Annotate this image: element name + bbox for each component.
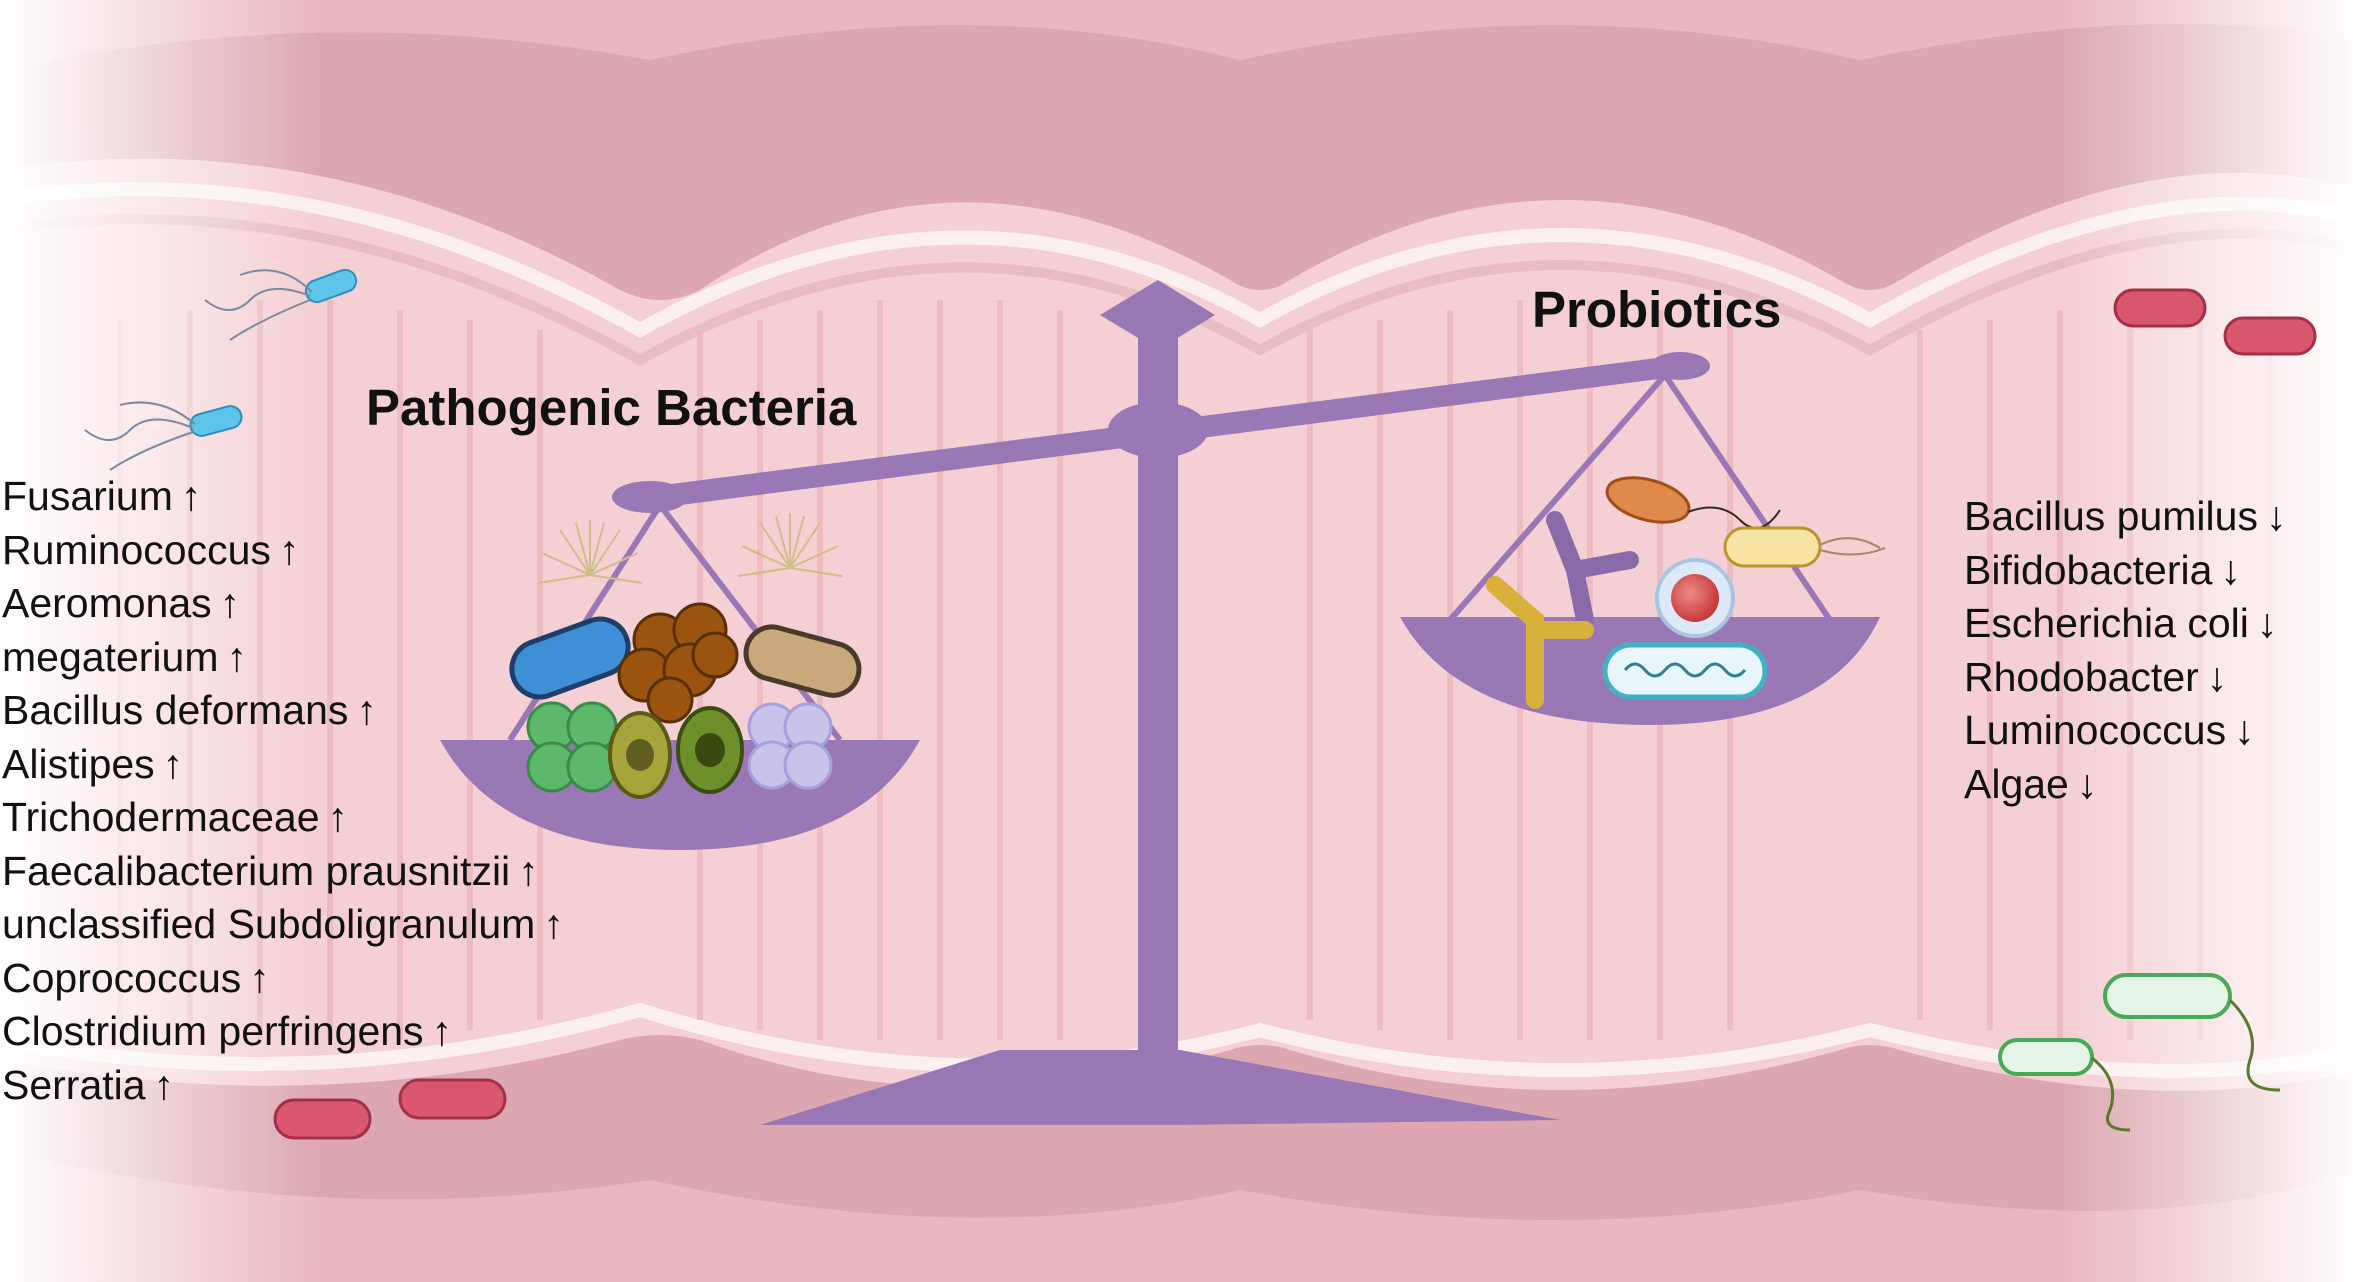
list-item: Clostridium perfringens↑ — [2, 1005, 564, 1059]
up-arrow-icon: ↑ — [219, 580, 241, 626]
taxon-name: Algae — [1964, 760, 2069, 807]
flagellated-bacterium-icon — [84, 401, 243, 471]
probiotic-cluster — [1486, 476, 1886, 709]
up-arrow-icon: ↑ — [153, 1061, 175, 1108]
list-item: megaterium↑ — [2, 631, 564, 685]
rod-bacterium-tan-icon — [743, 624, 862, 698]
down-arrow-icon: ↓ — [2220, 546, 2241, 593]
taxon-name: Rhodobacter — [1964, 653, 2199, 700]
taxon-name: Ruminococcus — [2, 526, 271, 573]
taxon-name: Trichodermaceae — [2, 794, 320, 840]
coccus-red-icon — [1655, 558, 1735, 638]
list-item: Rhodobacter↓ — [1964, 651, 2286, 705]
down-arrow-icon: ↓ — [2265, 493, 2287, 539]
list-item: Fusarium↑ — [2, 470, 564, 524]
list-item: Luminococcus↓ — [1964, 704, 2286, 758]
up-arrow-icon: ↑ — [327, 794, 349, 840]
taxon-name: Serratia — [2, 1061, 146, 1108]
taxon-name: unclassified Subdoligranulum — [2, 901, 536, 947]
protist-olive-icon — [608, 711, 672, 799]
curved-bacterium-orange-icon — [1605, 476, 1781, 529]
list-item: Coprococcus↑ — [2, 952, 564, 1006]
protist-darkgreen-icon — [676, 706, 744, 794]
spiky-rod-bacterium-red-icon — [273, 288, 2317, 1140]
rod-bacterium-green-icon — [1998, 973, 2281, 1132]
down-arrow-icon: ↓ — [2256, 600, 2278, 646]
list-item: Aeromonas↑ — [2, 577, 564, 631]
pathogenic-taxa-list: Fusarium↑ Ruminococcus↑ Aeromonas↑ megat… — [2, 470, 564, 1112]
list-item: Bacillus deformans↑ — [2, 684, 564, 738]
up-arrow-icon: ↑ — [543, 901, 564, 947]
floating-microbes — [84, 268, 2317, 1140]
list-item: Bacillus pumilus↓ — [1964, 490, 2286, 544]
taxon-name: Escherichia coli — [1964, 600, 2249, 646]
pathogen-cluster — [509, 513, 862, 799]
rod-bacterium-yellow-icon — [1723, 526, 1886, 568]
list-item: Bifidobacteria↓ — [1964, 544, 2286, 598]
taxon-name: Bacillus deformans — [2, 687, 349, 733]
down-arrow-icon: ↓ — [2076, 760, 2098, 807]
spiky-spore-icon — [537, 513, 843, 584]
tetrad-lavender-icon — [747, 702, 833, 790]
down-arrow-icon: ↓ — [2234, 707, 2255, 753]
taxon-name: Faecalibacterium prausnitzii — [2, 847, 511, 894]
scale-base — [760, 1050, 1560, 1125]
coccus-cluster-brown-icon — [617, 602, 739, 724]
taxon-name: megaterium — [2, 633, 219, 680]
rod-bacterium-blue-icon — [509, 616, 631, 700]
taxon-name: Coprococcus — [2, 954, 242, 1001]
intestine-top-wall — [0, 0, 2362, 70]
up-arrow-icon: ↑ — [518, 847, 539, 894]
up-arrow-icon: ↑ — [180, 473, 202, 519]
bifidobacterium-yellow-icon — [1486, 576, 1594, 709]
probiotics-heading: Probiotics — [1532, 281, 1782, 338]
pathogenic-heading: Pathogenic Bacteria — [366, 379, 857, 436]
balance-scale — [440, 280, 1880, 1125]
list-item: Algae↓ — [1964, 758, 2286, 812]
list-item: Trichodermaceae↑ — [2, 791, 564, 845]
list-item: Serratia↑ — [2, 1059, 564, 1113]
taxon-name: Bifidobacteria — [1964, 546, 2213, 593]
rod-bacterium-teal-icon — [1602, 642, 1768, 700]
down-arrow-icon: ↓ — [2206, 653, 2228, 700]
up-arrow-icon: ↑ — [226, 633, 247, 680]
tetrad-green-icon — [526, 701, 618, 793]
taxon-name: Luminococcus — [1964, 707, 2227, 753]
bifidobacterium-purple-icon — [1546, 511, 1639, 629]
list-item: Escherichia coli↓ — [1964, 597, 2286, 651]
taxon-name: Bacillus pumilus — [1964, 493, 2258, 539]
up-arrow-icon: ↑ — [249, 954, 270, 1001]
probiotic-taxa-list: Bacillus pumilus↓ Bifidobacteria↓ Escher… — [1964, 490, 2286, 811]
scale-top-pointer — [1100, 280, 1215, 350]
up-arrow-icon: ↑ — [431, 1008, 453, 1054]
list-item: unclassified Subdoligranulum↑ — [2, 898, 564, 952]
flagellated-bacterium-icon — [204, 268, 358, 341]
list-item: Ruminococcus↑ — [2, 524, 564, 578]
taxon-name: Fusarium — [2, 473, 173, 519]
taxon-name: Clostridium perfringens — [2, 1008, 424, 1054]
up-arrow-icon: ↑ — [278, 526, 300, 573]
up-arrow-icon: ↑ — [356, 687, 377, 733]
up-arrow-icon: ↑ — [162, 740, 184, 787]
scale-beam — [640, 355, 1682, 510]
list-item: Alistipes↑ — [2, 738, 564, 792]
taxon-name: Aeromonas — [2, 580, 212, 626]
taxon-name: Alistipes — [2, 740, 155, 787]
list-item: Faecalibacterium prausnitzii↑ — [2, 845, 564, 899]
